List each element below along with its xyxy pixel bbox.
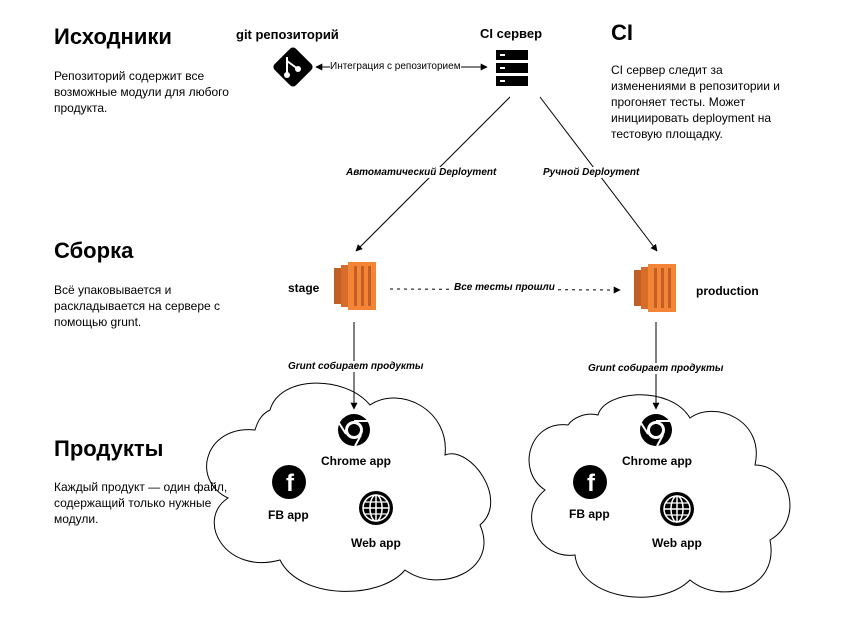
build-description: Всё упаковывается и раскладывается на се… bbox=[54, 283, 220, 329]
production-cloud bbox=[528, 394, 791, 598]
production-fb-app-label: FB app bbox=[569, 507, 610, 521]
production-web-app-label: Web app bbox=[652, 536, 702, 550]
svg-text:f: f bbox=[286, 470, 295, 497]
manual-deploy-label: Ручной Deployment bbox=[543, 167, 640, 178]
git-label: git репозиторий bbox=[236, 27, 339, 42]
products-heading: Продукты bbox=[54, 436, 164, 461]
globe-icon bbox=[660, 492, 694, 526]
build-heading: Сборка bbox=[54, 238, 134, 263]
production-server-icon bbox=[634, 264, 676, 312]
production-label: production bbox=[696, 284, 759, 298]
facebook-icon: f bbox=[272, 465, 306, 499]
facebook-icon: f bbox=[573, 465, 607, 499]
sources-heading: Исходники bbox=[54, 24, 172, 49]
products-description: Каждый продукт — один файл, содержащий т… bbox=[54, 480, 228, 526]
stage-label: stage bbox=[288, 281, 320, 295]
globe-icon bbox=[359, 491, 393, 525]
grunt-production-label: Grunt собирает продукты bbox=[586, 363, 726, 374]
server-icon bbox=[496, 50, 528, 86]
auto-deploy-label: Автоматический Deployment bbox=[346, 167, 497, 178]
git-icon bbox=[273, 47, 313, 87]
chrome-icon bbox=[640, 414, 672, 447]
stage-cloud bbox=[206, 382, 492, 592]
chrome-icon bbox=[338, 414, 370, 447]
stage-web-app-label: Web app bbox=[351, 536, 401, 550]
production-chrome-app-label: Chrome app bbox=[622, 454, 693, 468]
stage-server-icon bbox=[334, 262, 376, 310]
ci-heading: CI bbox=[611, 20, 633, 45]
stage-chrome-app-label: Chrome app bbox=[321, 454, 392, 468]
grunt-stage-label: Grunt собирает продукты bbox=[286, 361, 426, 372]
git-ci-edge-label: Интеграция с репозиторием bbox=[330, 61, 461, 72]
tests-passed-label: Все тесты прошли bbox=[452, 282, 557, 293]
ci-server-label: CI сервер bbox=[480, 26, 543, 41]
svg-text:f: f bbox=[587, 470, 596, 497]
ci-description: CI сервер следит за изменениями в репози… bbox=[611, 63, 780, 141]
tests-passed-edge bbox=[389, 286, 621, 294]
stage-fb-app-label: FB app bbox=[268, 508, 309, 522]
sources-description: Репозиторий содержит все возможные модул… bbox=[54, 69, 229, 115]
